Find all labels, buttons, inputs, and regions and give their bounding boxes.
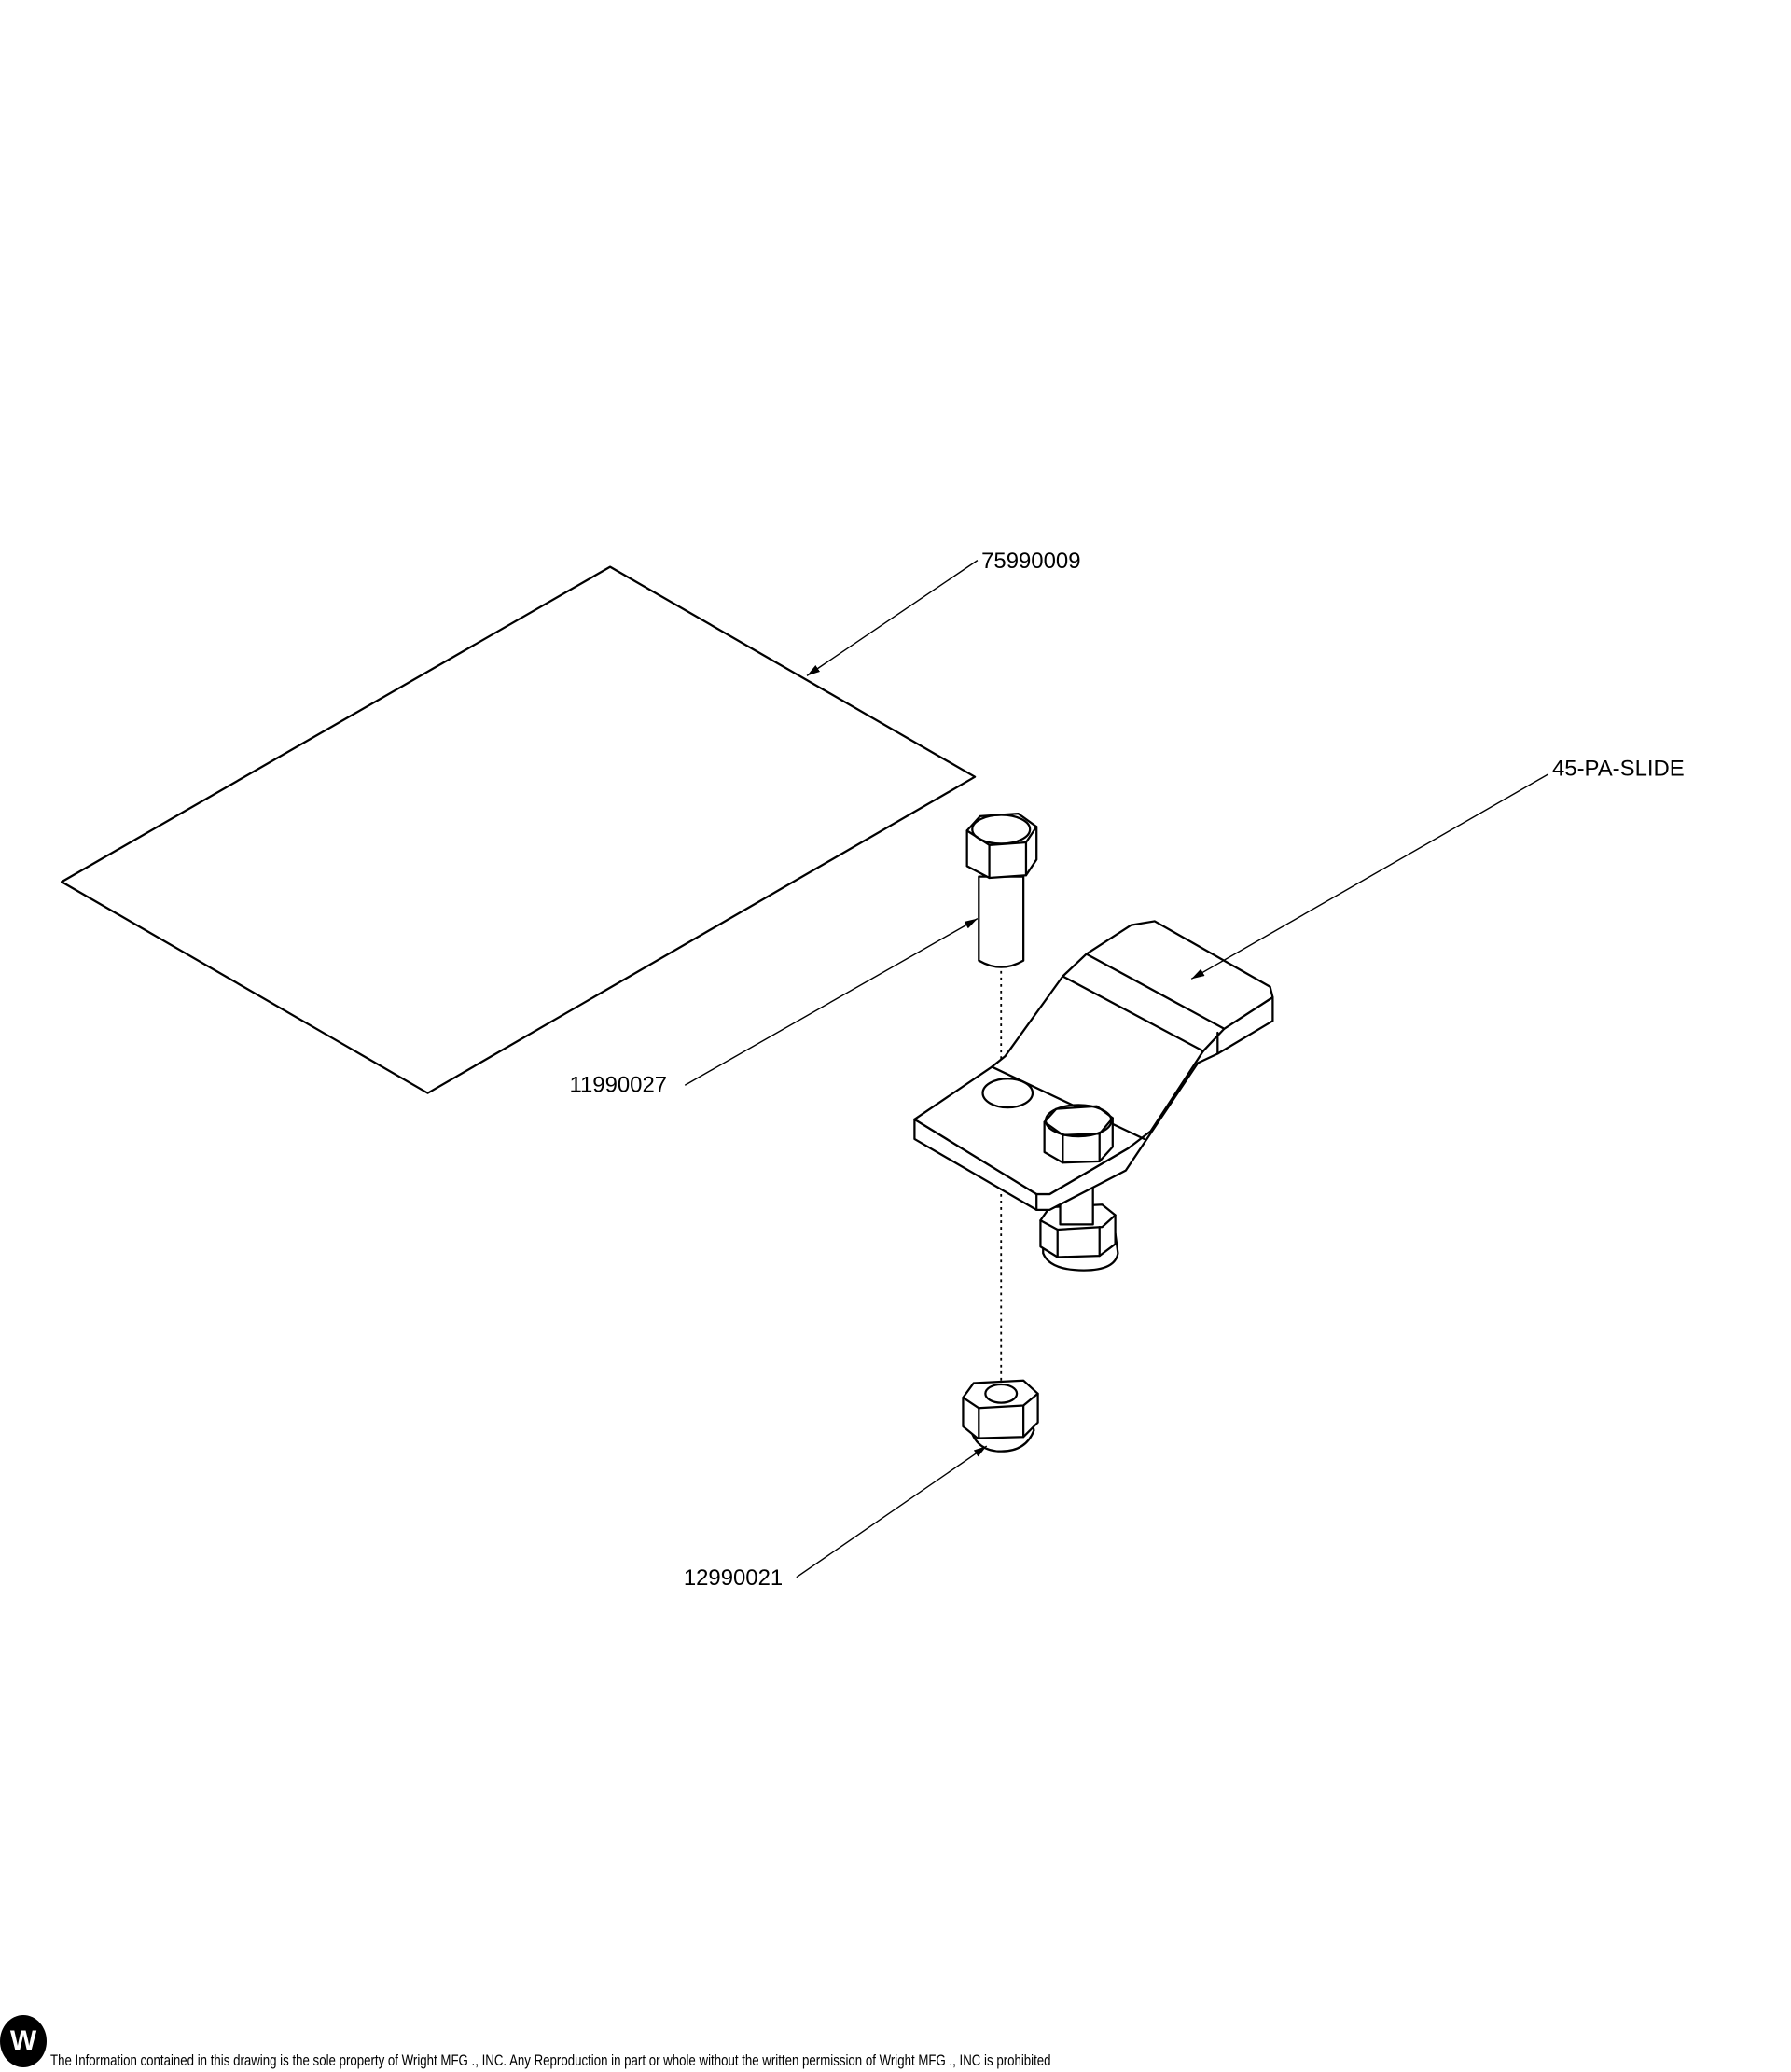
leader-12990021 — [796, 1445, 988, 1578]
part-label-75990009: 75990009 — [981, 549, 1080, 574]
leader-75990009 — [806, 560, 979, 676]
sheet-part — [60, 565, 977, 1094]
part-label-11990027: 11990027 — [569, 1072, 667, 1097]
bracket-hole — [981, 1078, 1034, 1109]
part-label-12990021: 12990021 — [684, 1565, 783, 1591]
part-label-45-pa-slide: 45-PA-SLIDE — [1552, 756, 1685, 781]
bolt-part — [965, 812, 1038, 968]
wright-logo: W — [0, 2015, 47, 2067]
nut-part — [962, 1379, 1039, 1453]
copyright-notice: The Information contained in this drawin… — [50, 2051, 1051, 2069]
leader-45-pa-slide — [1190, 773, 1549, 980]
slide-bracket-part — [913, 920, 1274, 1272]
leader-11990027 — [684, 917, 979, 1086]
